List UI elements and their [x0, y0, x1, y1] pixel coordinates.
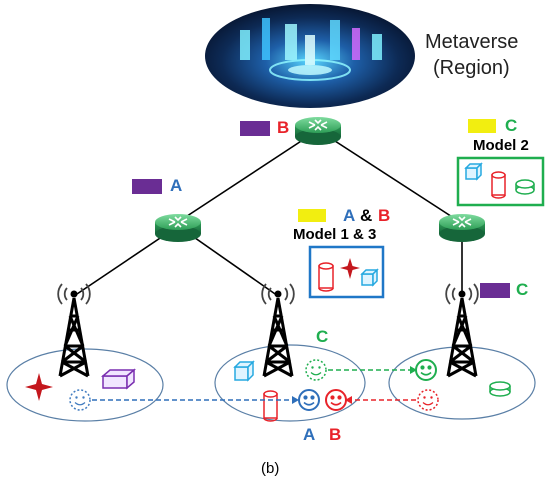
label-mid-amp: & — [360, 206, 373, 225]
cell-tower-icon — [444, 282, 480, 378]
smiley-user-icon — [305, 359, 327, 381]
data-chip-icon — [480, 283, 510, 298]
model-2-box — [456, 156, 545, 207]
label-user-b: B — [329, 425, 342, 444]
figure-caption: (b) — [261, 460, 280, 477]
label-model-1-3: Model 1 & 3 — [293, 226, 377, 243]
star-icon — [340, 258, 360, 279]
model-1-3-box — [308, 245, 385, 299]
label-mid-b: B — [378, 206, 391, 225]
cylinder-storage-icon — [515, 179, 535, 195]
label-model-2-letter: C — [505, 116, 518, 135]
label-right-tower: C — [516, 280, 529, 299]
cube-icon — [100, 368, 137, 390]
smiley-user-icon — [415, 359, 437, 381]
label-top-router: B — [277, 118, 290, 137]
star-icon — [25, 373, 53, 401]
cylinder-storage-icon — [491, 171, 506, 199]
label-left-router: A — [170, 176, 183, 195]
cube-icon — [360, 268, 379, 287]
router-icon-top — [294, 116, 342, 146]
arrow-head — [292, 396, 299, 404]
cell-middle — [214, 282, 366, 422]
network-links — [73, 129, 463, 297]
cell-right — [388, 282, 536, 420]
cylinder-storage-icon — [489, 381, 511, 397]
smiley-user-icon — [325, 389, 347, 411]
label-model-2: Model 2 — [473, 137, 529, 154]
metaverse-image — [205, 4, 415, 108]
label-mid-a: A — [343, 206, 356, 225]
cylinder-storage-icon — [263, 390, 278, 422]
arrow-head — [345, 396, 352, 404]
cell-tower-icon — [260, 282, 296, 378]
smiley-user-icon — [298, 389, 320, 411]
data-chip-icon — [468, 119, 496, 133]
data-chip-icon — [132, 179, 162, 194]
data-chip-icon — [240, 121, 270, 136]
cell-left — [6, 282, 164, 422]
region-title-line1: Metaverse — [425, 31, 519, 53]
arrow-head — [410, 366, 417, 374]
smiley-user-icon — [417, 389, 439, 411]
smiley-user-icon — [69, 389, 91, 411]
cube-icon — [464, 162, 483, 181]
router-icon-left — [154, 213, 202, 243]
router-icon-right — [438, 213, 486, 243]
label-cell-c: C — [316, 327, 329, 346]
cell-tower-icon — [56, 282, 92, 378]
region-title-line2: (Region) — [433, 57, 510, 79]
label-user-a: A — [303, 425, 316, 444]
migration-arrows — [92, 369, 416, 401]
cylinder-storage-icon — [318, 262, 334, 292]
data-chip-icon — [298, 209, 326, 222]
cube-icon — [233, 360, 255, 382]
